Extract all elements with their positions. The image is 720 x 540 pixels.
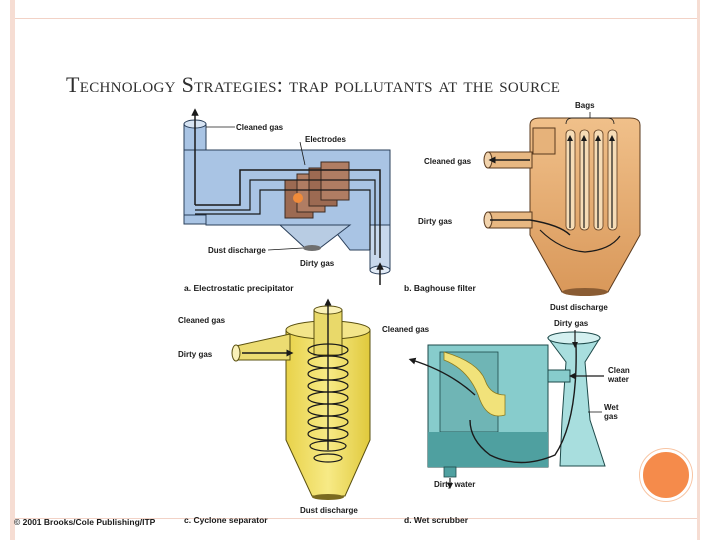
label-wet-gas-line1: Wet (604, 403, 619, 412)
baghouse-outlet-mouth (484, 152, 492, 168)
cyclone-dust-outlet (312, 494, 344, 500)
scrubber-venturi-mouth (548, 332, 600, 344)
label-clean-water-line2: water (607, 375, 629, 384)
label-cleaned-gas: Cleaned gas (236, 123, 284, 132)
precipitator-dust-outlet (303, 245, 321, 251)
label-clean-water-line1: Clean (608, 366, 630, 375)
label-dirty-water: Dirty water (434, 480, 475, 489)
label-wet-gas-line2: gas (604, 412, 618, 421)
label-dust-discharge: Dust discharge (300, 506, 358, 515)
label-dirty-gas: Dirty gas (554, 319, 589, 328)
copyright-notice: © 2001 Brooks/Cole Publishing/ITP (14, 517, 156, 527)
dust-discharge-leader (268, 248, 303, 250)
cyclone-separator-diagram: Cleaned gas Dirty gas Dust discharge c. … (178, 302, 370, 525)
caption-cyclone-separator: c. Cyclone separator (184, 515, 268, 525)
baghouse-dust-outlet (562, 288, 608, 296)
label-dirty-gas: Dirty gas (178, 350, 213, 359)
baghouse-filter-diagram: Bags Cleaned gas Dirty gas Dust discharg… (404, 101, 640, 312)
label-cleaned-gas: Cleaned gas (178, 316, 226, 325)
label-bags: Bags (575, 101, 595, 110)
label-dust-discharge: Dust discharge (208, 246, 266, 255)
cyclone-inlet (236, 334, 290, 360)
baghouse-side-hood (533, 128, 555, 154)
label-dirty-gas: Dirty gas (418, 217, 453, 226)
clean-water-pipe (548, 370, 570, 382)
dirty-water-outlet (444, 467, 456, 477)
caption-electrostatic-precipitator: a. Electrostatic precipitator (184, 283, 294, 293)
label-dirty-gas: Dirty gas (300, 259, 335, 268)
label-electrodes: Electrodes (305, 135, 346, 144)
electrode-plate (321, 162, 349, 200)
wet-scrubber-diagram: Cleaned gas Dirty gas Clean water Wet ga… (382, 319, 630, 525)
electrostatic-precipitator-diagram: Cleaned gas Electrodes Dust discharge Di… (184, 112, 390, 293)
caption-wet-scrubber: d. Wet scrubber (404, 515, 469, 525)
label-cleaned-gas: Cleaned gas (424, 157, 472, 166)
label-dust-discharge: Dust discharge (550, 303, 608, 312)
decorative-orange-circle (640, 449, 692, 501)
electrode-spark (293, 193, 303, 203)
label-cleaned-gas: Cleaned gas (382, 325, 430, 334)
cyclone-inlet-mouth (232, 345, 240, 361)
caption-baghouse-filter: b. Baghouse filter (404, 283, 476, 293)
